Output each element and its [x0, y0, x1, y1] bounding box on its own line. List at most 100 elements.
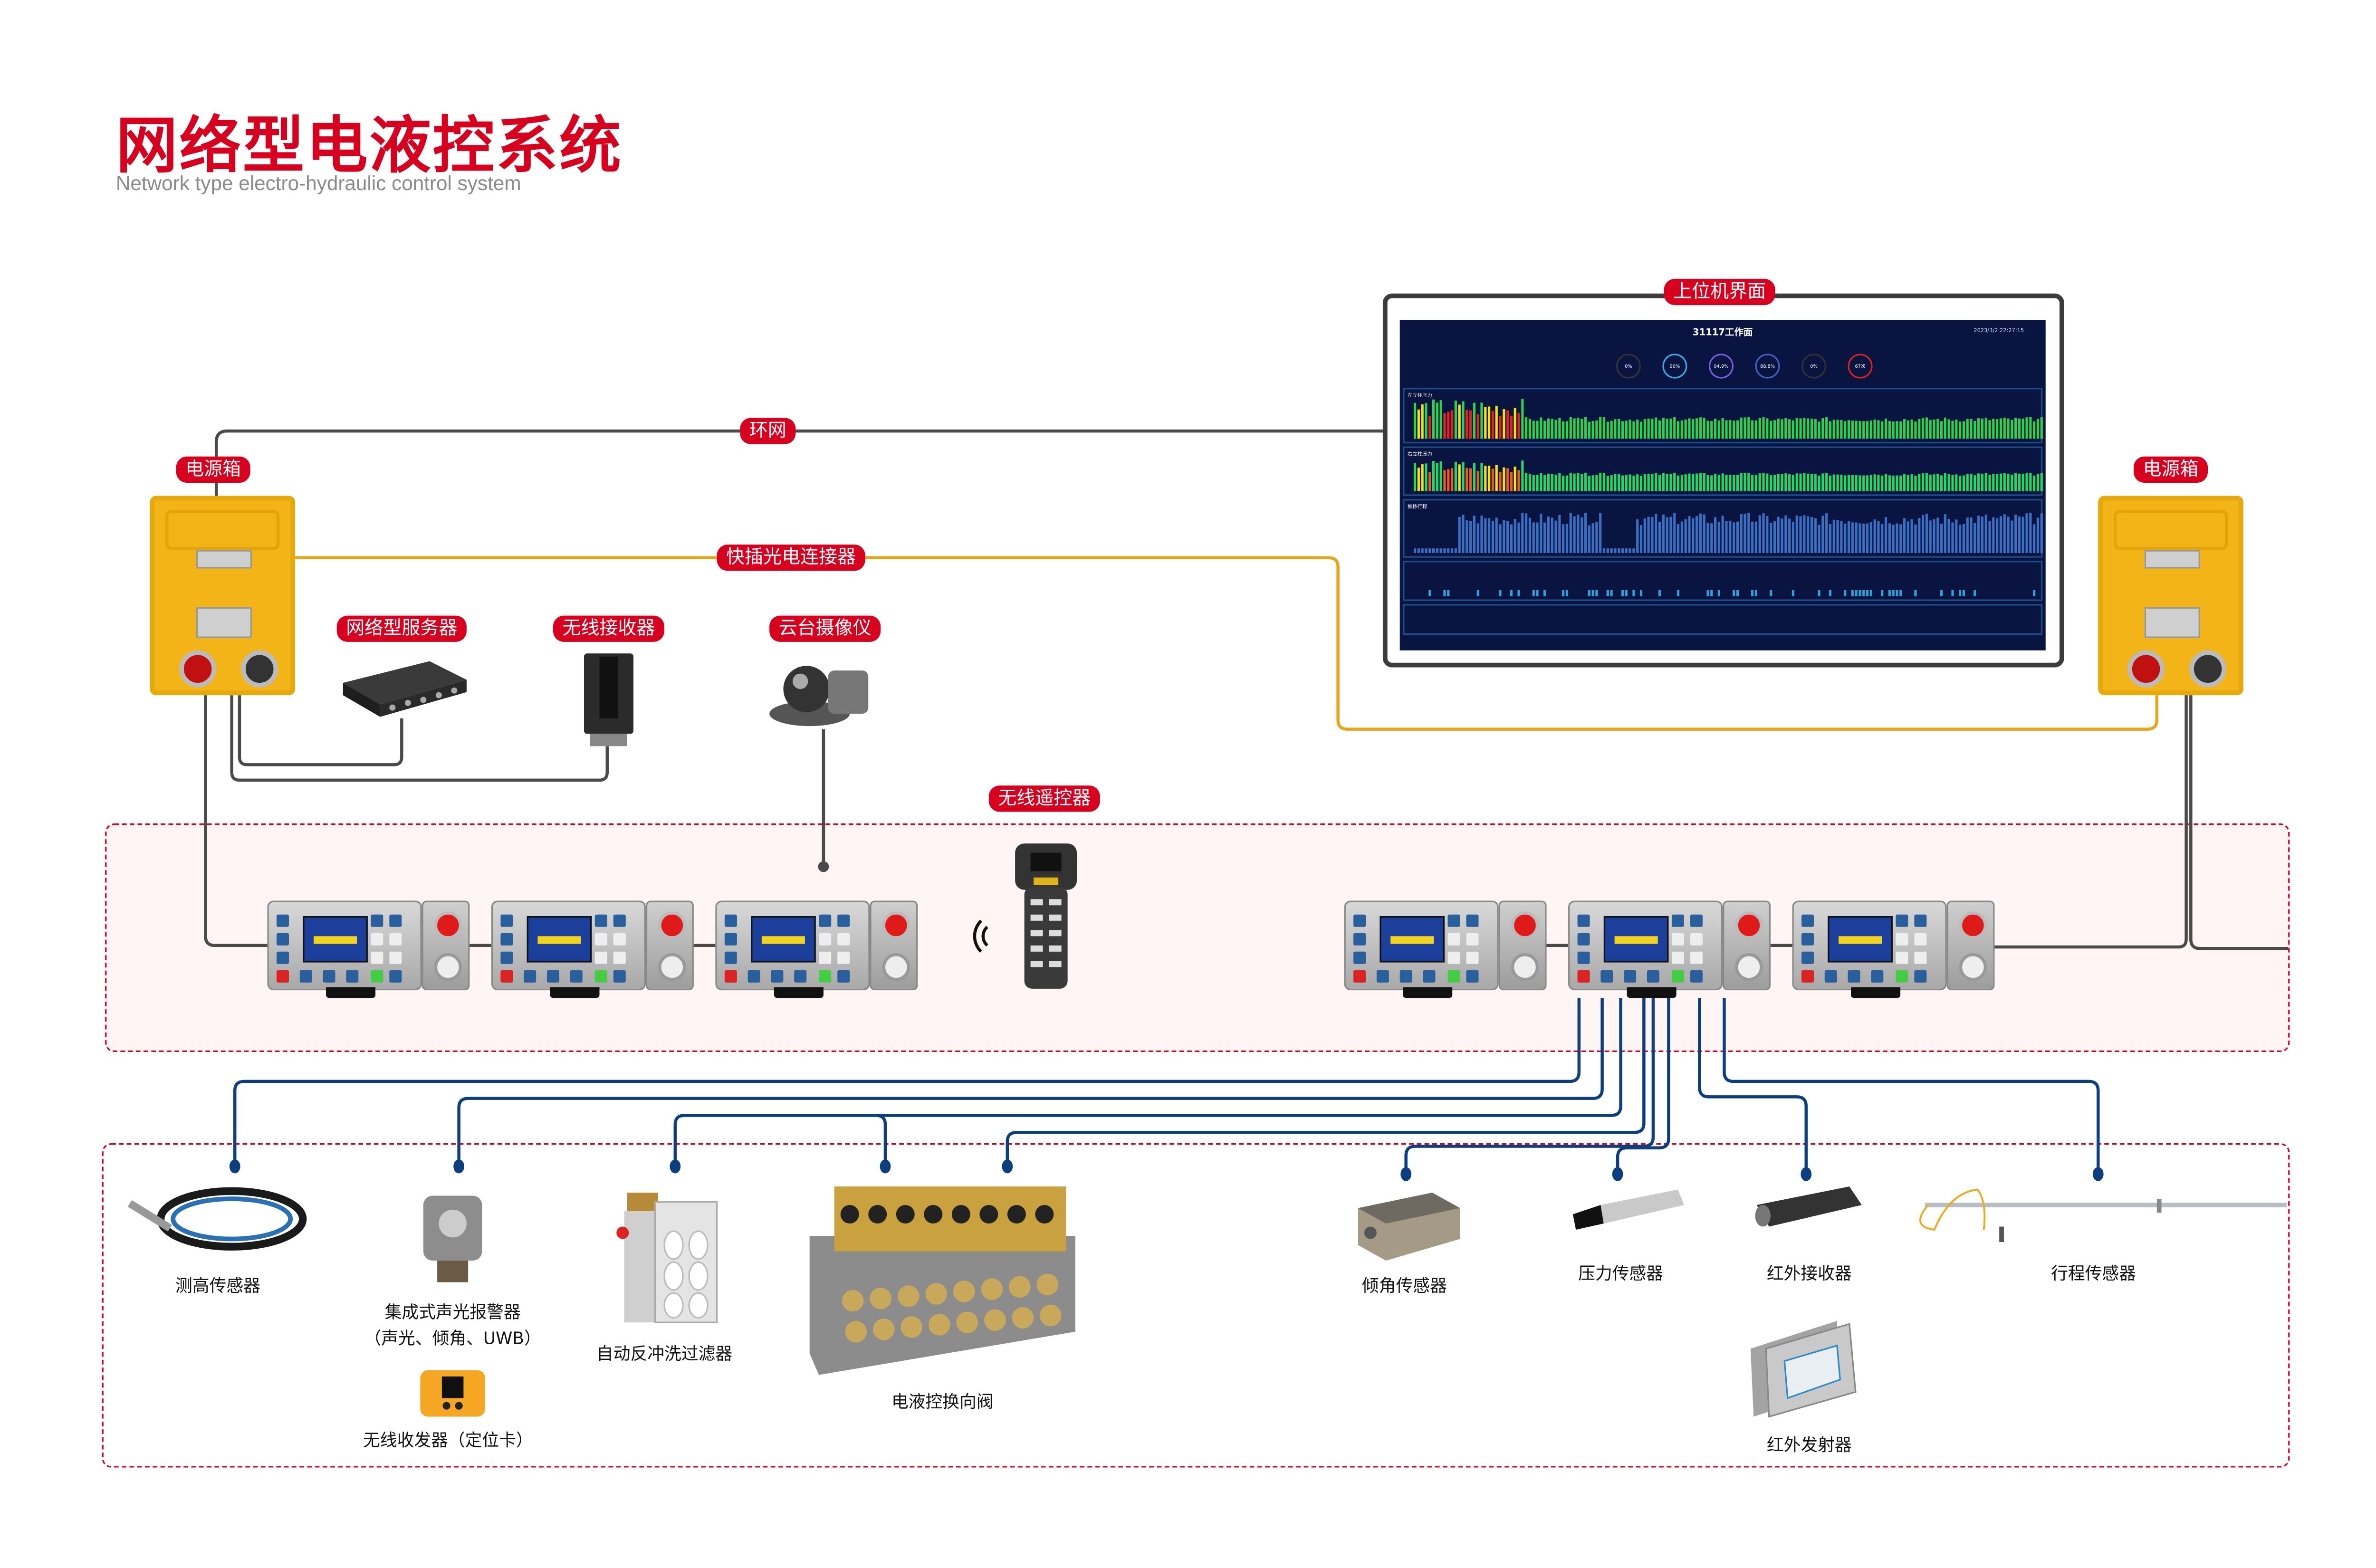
stroke-chart: 推移行程 [1403, 499, 2043, 558]
screen-bar [1692, 419, 1695, 439]
screen-bar [1754, 475, 1758, 491]
screen-bar [1717, 420, 1720, 439]
screen-bar [1488, 465, 1491, 491]
screen-bar [1625, 475, 1628, 491]
screen-bar [1940, 421, 1943, 439]
screen-bar [1929, 520, 1932, 553]
screen-bar [2033, 524, 2036, 553]
screen-bar [1632, 548, 1635, 553]
screen-bar [1866, 523, 1869, 553]
screen-bar [1740, 417, 1743, 439]
screen-bar [1584, 472, 1587, 491]
screen-bar [1569, 513, 1572, 553]
screen-bar [1643, 518, 1646, 553]
screen-bar [1925, 417, 1928, 439]
controller-key [276, 914, 289, 927]
screen-bar [1454, 548, 1457, 553]
screen-bar [1514, 466, 1516, 491]
screen-bar [1710, 590, 1713, 597]
support-controller [1568, 900, 1771, 998]
screen-bar [1458, 516, 1461, 553]
screen-bar [1618, 419, 1620, 439]
screen-bar [1688, 516, 1691, 553]
screen-bar [1958, 590, 1962, 597]
screen-bar [1807, 418, 1810, 439]
screen-bar [1962, 421, 1965, 439]
controller-key [1466, 951, 1479, 964]
screen-bar [1918, 474, 1921, 491]
screen-bar [1988, 521, 1991, 553]
screen-bar [1859, 475, 1861, 491]
screen-bar [1984, 418, 1987, 439]
gauge: 67次 [1848, 354, 1873, 379]
screen-bar [1770, 421, 1772, 439]
screen-bar [1977, 473, 1980, 491]
screen-bar [1733, 475, 1735, 491]
screen-bar [1740, 473, 1743, 491]
screen-bar [1525, 473, 1528, 491]
screen-bar [1480, 463, 1483, 491]
screen-bar [1639, 525, 1643, 553]
valve-port [981, 1278, 1003, 1300]
screen-bar [1528, 419, 1532, 439]
screen-bar [1595, 475, 1598, 491]
screen-bar [1625, 421, 1628, 439]
valve-port [1035, 1205, 1054, 1224]
screen-bar [1669, 473, 1672, 491]
screen-bar [1706, 590, 1709, 597]
screen-bar [1677, 524, 1680, 553]
screen-bar [1636, 419, 1639, 439]
controller-key [323, 970, 335, 983]
screen-bar [1439, 548, 1442, 553]
screen-bar [1655, 473, 1657, 491]
valve-port [901, 1316, 923, 1338]
screen-bar [2025, 473, 2028, 491]
screen-bar [1899, 590, 1902, 597]
screen-bar [1944, 514, 1946, 553]
screen-bar [1536, 522, 1539, 553]
controller-key [500, 951, 513, 964]
screen-bar [1766, 418, 1769, 439]
screen-bar [1517, 522, 1520, 553]
screen-bar [1851, 421, 1854, 439]
screen-bar [1621, 590, 1624, 597]
controller-key [613, 951, 626, 964]
screen-bar [1510, 415, 1513, 439]
screen-bar [1814, 518, 1817, 553]
screen-bar [1413, 463, 1417, 491]
controller-key [546, 970, 559, 983]
screen-bar [1881, 590, 1884, 597]
screen-bar [1710, 475, 1713, 491]
screen-bar [1907, 521, 1909, 553]
screen-bar [1736, 420, 1739, 439]
screen-bar [2003, 473, 2006, 491]
screen-bar [1981, 473, 1984, 491]
screen-bar [1558, 515, 1561, 553]
screen-bar [1770, 523, 1772, 553]
screen-bar [1829, 421, 1832, 439]
screen-bar [1970, 517, 1973, 553]
screen-bar [1754, 590, 1758, 597]
screen-bar [1825, 473, 1828, 491]
screen-bar [1951, 475, 1954, 491]
screen-bar [1562, 590, 1565, 597]
screen-bar [1488, 406, 1491, 439]
pressure-sensor-icon [1572, 1189, 1684, 1230]
screen-bar [1721, 418, 1724, 439]
controller-key [1690, 951, 1703, 964]
screen-bar [1625, 548, 1628, 553]
controller-key [594, 914, 607, 927]
screen-bar [1443, 413, 1446, 439]
screen-bar [1677, 421, 1680, 439]
receiver-link-line [230, 695, 609, 782]
screen-bar [1892, 590, 1895, 597]
screen-bar [1643, 474, 1646, 491]
controller-key [837, 914, 850, 927]
screen-bar [1921, 418, 1925, 439]
screen-bar [1680, 521, 1683, 553]
screen-bar [1618, 474, 1620, 491]
screen-bar [2036, 419, 2040, 439]
controller-key [1914, 970, 1927, 983]
screen-bar [1666, 517, 1668, 553]
screen-bar [1947, 519, 1950, 553]
